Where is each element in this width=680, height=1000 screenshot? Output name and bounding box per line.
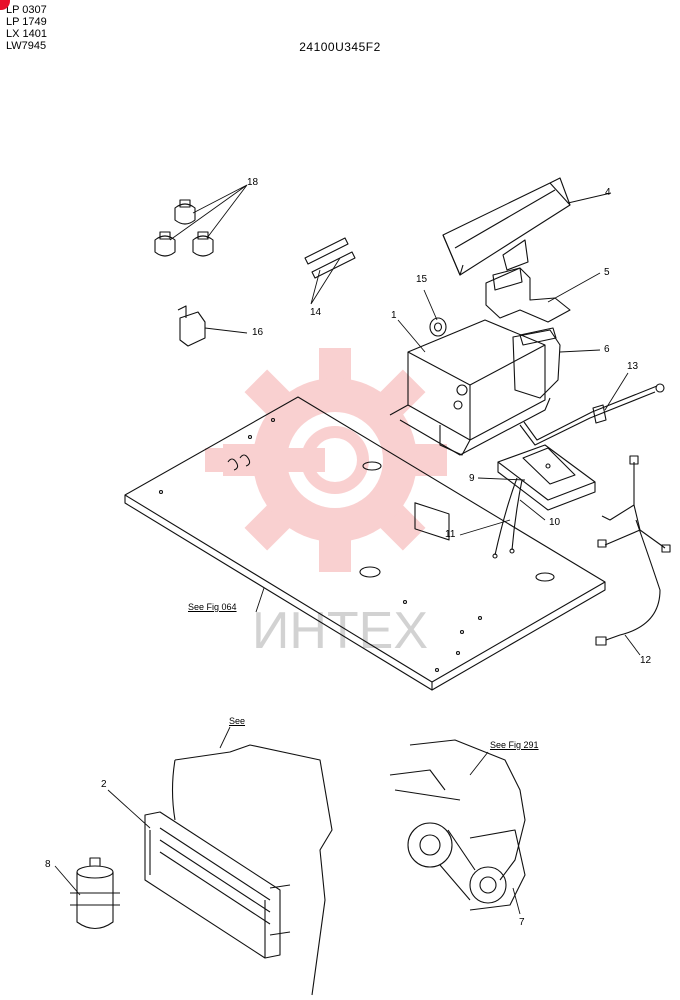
part-8-receiver-drier — [70, 857, 120, 930]
callout-9: 9 — [469, 473, 475, 484]
model-list: LP 0307 LP 1749 LX 1401 LW7945 — [6, 4, 47, 52]
callout-13: 13 — [627, 361, 639, 372]
callout-8: 8 — [45, 859, 51, 870]
callout-2: 2 — [101, 779, 107, 790]
part-13-pipe — [519, 383, 665, 446]
callout-18: 18 — [247, 177, 259, 188]
callout-12: 12 — [640, 655, 652, 666]
part-2-condenser — [144, 744, 333, 996]
corner-marker — [0, 0, 10, 10]
part-12-harness — [595, 455, 671, 646]
part-15-washer — [429, 317, 447, 337]
model-code: LW7945 — [6, 40, 47, 52]
part-10-11-cables — [492, 477, 523, 559]
callout-10: 10 — [549, 517, 561, 528]
part-18-caps — [154, 199, 214, 257]
part-1-heater-unit — [389, 319, 561, 541]
ref-see-fig-064: See Fig 064 — [188, 602, 237, 612]
part-9-control-panel — [497, 444, 596, 511]
ref-see-fig-291: See Fig 291 — [490, 740, 539, 750]
floor-plate — [124, 396, 606, 691]
callout-1: 1 — [391, 310, 397, 321]
callout-5: 5 — [604, 267, 610, 278]
callout-11: 11 — [445, 529, 456, 540]
callout-4: 4 — [605, 187, 611, 198]
callout-7: 7 — [519, 917, 525, 928]
leader-lines — [54, 184, 641, 915]
ref-see-partial: See — [229, 716, 246, 726]
callout-15: 15 — [416, 274, 428, 285]
model-code: LP 0307 — [6, 4, 47, 16]
callout-6: 6 — [604, 344, 610, 355]
part-4-duct-cover — [442, 177, 571, 276]
part-7-compressor — [389, 739, 526, 911]
model-code: LX 1401 — [6, 28, 47, 40]
watermark-text: ИНТЕХ — [252, 602, 428, 660]
part-5-duct — [485, 267, 571, 323]
model-code: LP 1749 — [6, 16, 47, 28]
watermark-logo — [205, 348, 447, 572]
part-14-hoses — [304, 237, 356, 279]
callout-16: 16 — [252, 327, 264, 338]
part-16-relay — [177, 305, 206, 347]
callout-14: 14 — [310, 307, 322, 318]
drawing-number: 24100U345F2 — [299, 40, 381, 54]
